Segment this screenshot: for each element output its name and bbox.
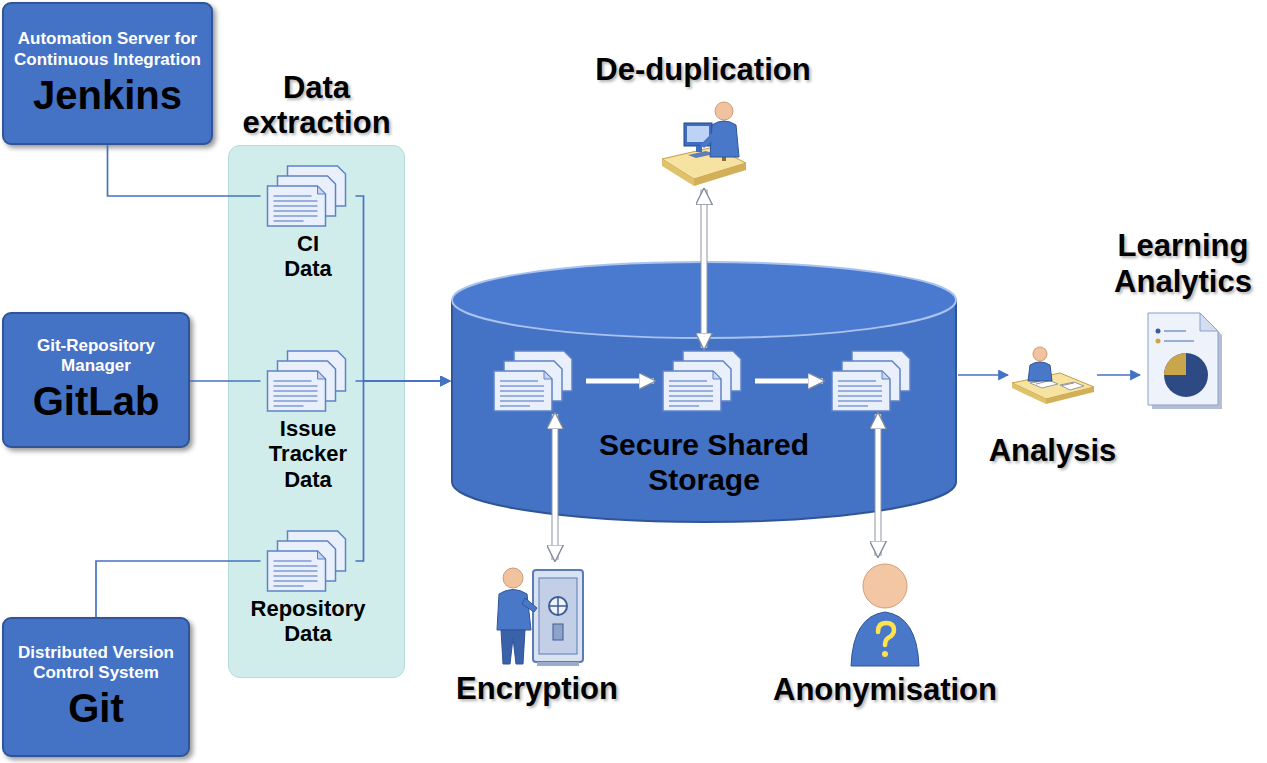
data-label: CI Data xyxy=(277,231,339,282)
system-box: Git-Repository ManagerGitLab xyxy=(2,312,190,448)
process-step: Analysis xyxy=(980,345,1125,469)
process-step: De-duplication xyxy=(590,52,816,188)
system-name: Jenkins xyxy=(33,72,182,118)
storage-label: Secure Shared Storage xyxy=(579,428,829,497)
cylinder-body xyxy=(452,300,956,522)
step-label: Learning Analytics xyxy=(1105,228,1261,299)
double-arrow xyxy=(702,190,707,348)
system-name: Git xyxy=(68,685,124,731)
docs-icon xyxy=(261,350,356,412)
double-arrow xyxy=(553,414,558,560)
data-flow-line xyxy=(958,374,1008,376)
system-description: Automation Server for Continuous Integra… xyxy=(12,29,203,70)
cylinder-top xyxy=(452,262,956,338)
data-flow-line xyxy=(190,380,261,382)
desk-icon xyxy=(658,96,748,188)
data-item: Issue Tracker Data xyxy=(243,350,373,492)
system-description: Git-Repository Manager xyxy=(12,336,180,377)
step-label: Encryption xyxy=(456,671,618,707)
docs-symbol xyxy=(267,531,345,591)
desk2-symbol xyxy=(1012,347,1094,404)
docs-symbol xyxy=(832,351,910,411)
data-label: Repository Data xyxy=(244,596,372,647)
data-item: CI Data xyxy=(243,165,373,282)
docs-icon xyxy=(261,165,356,227)
report-symbol xyxy=(1148,313,1222,409)
connector-outline xyxy=(701,190,708,348)
data-label: Issue Tracker Data xyxy=(258,416,358,492)
double-arrow xyxy=(876,414,881,556)
docs-icon xyxy=(659,350,749,412)
safe-symbol xyxy=(497,568,583,666)
docs-icon xyxy=(828,350,918,412)
safe-icon xyxy=(487,562,587,667)
process-step: Anonymisation xyxy=(752,558,1018,708)
docs-icon xyxy=(490,350,580,412)
anon-symbol xyxy=(851,564,919,666)
process-step: Encryption xyxy=(442,562,632,707)
flow-arrow xyxy=(755,379,823,384)
connector-outline xyxy=(875,414,882,556)
anon-icon xyxy=(845,558,925,668)
system-box: Distributed Version Control SystemGit xyxy=(2,617,190,757)
step-label: Anonymisation xyxy=(773,672,997,708)
data-flow-line xyxy=(1097,374,1140,376)
output-report: Learning Analytics xyxy=(1105,228,1261,409)
step-label: De-duplication xyxy=(595,52,810,88)
step-label: Analysis xyxy=(989,433,1117,469)
system-description: Distributed Version Control System xyxy=(12,643,180,684)
system-box: Automation Server for Continuous Integra… xyxy=(2,2,213,145)
docs-symbol xyxy=(267,166,345,226)
connector-outline xyxy=(552,414,559,560)
docs-symbol xyxy=(267,351,345,411)
system-name: GitLab xyxy=(33,378,160,424)
desk-symbol xyxy=(662,102,746,186)
band-heading: Data extraction xyxy=(228,70,405,141)
docs-symbol xyxy=(494,351,572,411)
data-item: Repository Data xyxy=(243,530,373,647)
flow-arrow xyxy=(586,379,654,384)
docs-symbol xyxy=(663,351,741,411)
desk2-icon xyxy=(1010,345,1095,405)
docs-icon xyxy=(261,530,356,592)
report-icon xyxy=(1142,309,1224,409)
extraction-band: Data extractionCI DataIssue Tracker Data… xyxy=(228,145,405,678)
